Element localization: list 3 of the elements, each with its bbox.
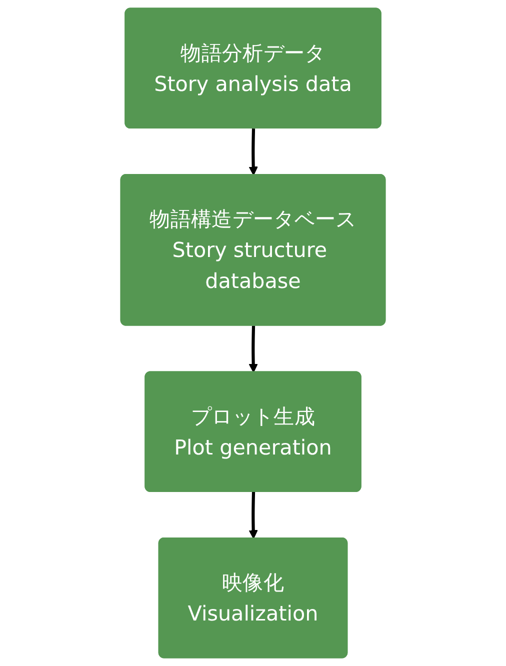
- arrow: [248, 492, 258, 539]
- arrow: [248, 128, 258, 176]
- arrow: [248, 326, 258, 373]
